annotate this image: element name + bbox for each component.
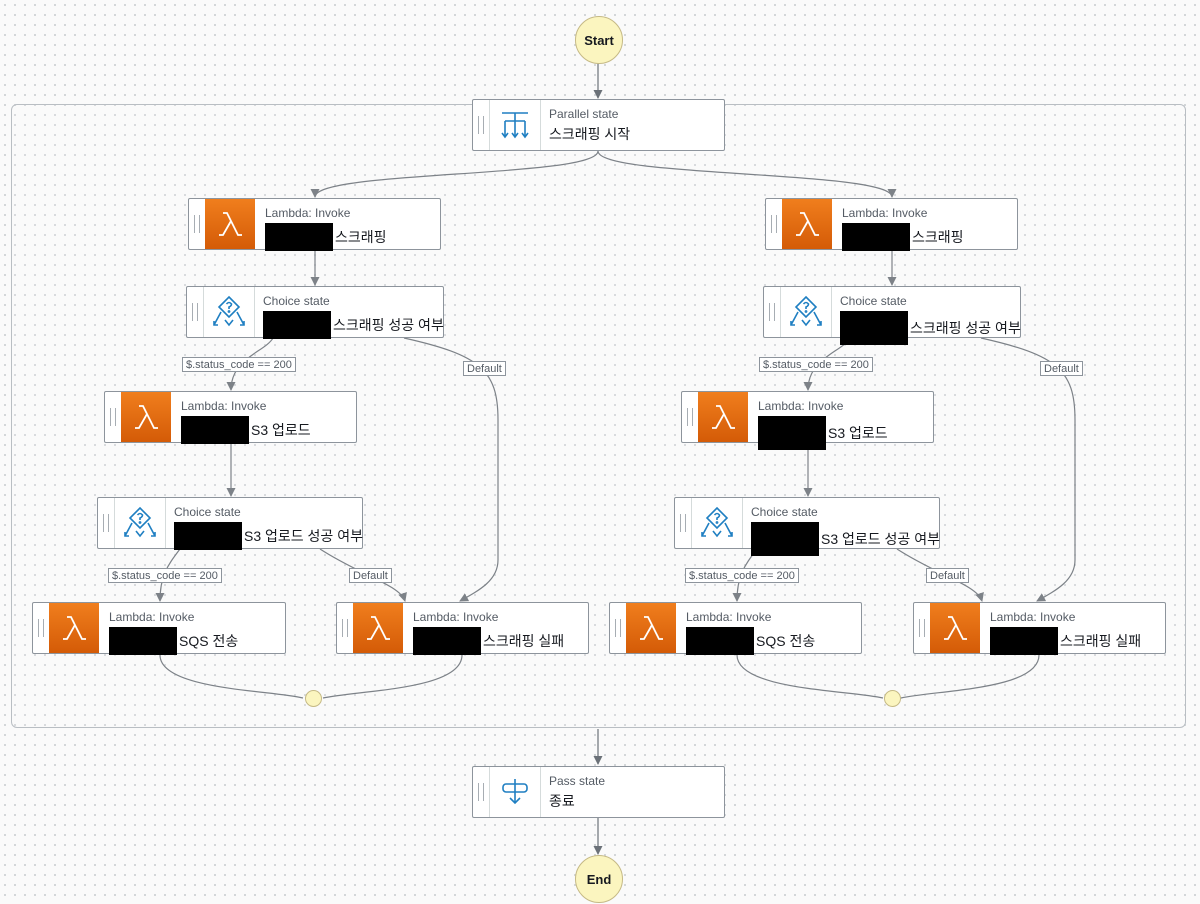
- left-choice1-node[interactable]: Choice state 스크래핑 성공 여부: [186, 286, 444, 339]
- join-point-left: [305, 690, 322, 707]
- state-type: Lambda: Invoke: [265, 206, 351, 220]
- join-point-right: [884, 690, 901, 707]
- drag-handle[interactable]: [764, 287, 780, 337]
- state-type: Choice state: [174, 505, 241, 519]
- state-name: 종료: [549, 793, 575, 809]
- state-type: Pass state: [549, 774, 606, 788]
- choice-icon: [691, 498, 743, 548]
- end-node[interactable]: End: [575, 855, 623, 903]
- state-type: Lambda: Invoke: [990, 610, 1076, 624]
- lambda-icon: [698, 392, 748, 442]
- edge-label-default[interactable]: Default: [463, 361, 506, 376]
- left-choice2-node[interactable]: Choice state S3 업로드 성공 여부: [97, 497, 363, 550]
- redacted-block: [686, 627, 754, 655]
- pass-icon: [489, 767, 541, 817]
- right-choice1-node[interactable]: Choice state 스크래핑 성공 여부: [763, 286, 1021, 345]
- drag-handle[interactable]: [682, 392, 698, 442]
- drag-handle[interactable]: [473, 100, 489, 150]
- edge-label-status-200[interactable]: $.status_code == 200: [182, 357, 296, 372]
- state-name: SQS 전송: [686, 627, 815, 655]
- edge-label-status-200[interactable]: $.status_code == 200: [108, 568, 222, 583]
- drag-handle[interactable]: [473, 767, 489, 817]
- edge-label-status-200[interactable]: $.status_code == 200: [759, 357, 873, 372]
- redacted-block: [174, 522, 242, 550]
- drag-handle[interactable]: [105, 392, 121, 442]
- state-name: 스크래핑 성공 여부: [840, 311, 1021, 345]
- redacted-block: [758, 416, 826, 450]
- pass-state-node[interactable]: Pass state 종료: [472, 766, 725, 818]
- lambda-icon: [205, 199, 255, 249]
- drag-handle[interactable]: [914, 603, 930, 653]
- redacted-block: [109, 627, 177, 655]
- lambda-icon: [121, 392, 171, 442]
- right-sqs-node[interactable]: Lambda: Invoke SQS 전송: [609, 602, 862, 655]
- redacted-block: [842, 223, 910, 251]
- right-choice2-node[interactable]: Choice state S3 업로드 성공 여부: [674, 497, 940, 556]
- left-fail-node[interactable]: Lambda: Invoke 스크래핑 실패: [336, 602, 589, 655]
- drag-handle[interactable]: [337, 603, 353, 653]
- right-scrape-node[interactable]: Lambda: Invoke 스크래핑: [765, 198, 1018, 251]
- drag-handle[interactable]: [187, 287, 203, 337]
- drag-handle[interactable]: [33, 603, 49, 653]
- state-type: Choice state: [263, 294, 330, 308]
- state-type: Lambda: Invoke: [413, 610, 499, 624]
- parallel-icon: [489, 100, 541, 150]
- choice-icon: [114, 498, 166, 548]
- parallel-state-node[interactable]: Parallel state 스크래핑 시작: [472, 99, 725, 151]
- state-name: 스크래핑 시작: [549, 126, 631, 142]
- start-node[interactable]: Start: [575, 16, 623, 64]
- state-name: 스크래핑: [265, 223, 387, 251]
- choice-icon: [780, 287, 832, 337]
- edge-label-default[interactable]: Default: [1040, 361, 1083, 376]
- lambda-icon: [626, 603, 676, 653]
- lambda-icon: [930, 603, 980, 653]
- state-type: Choice state: [840, 294, 907, 308]
- drag-handle[interactable]: [766, 199, 782, 249]
- state-type: Lambda: Invoke: [842, 206, 928, 220]
- state-type: Choice state: [751, 505, 818, 519]
- redacted-block: [990, 627, 1058, 655]
- drag-handle[interactable]: [610, 603, 626, 653]
- drag-handle[interactable]: [675, 498, 691, 548]
- state-name: SQS 전송: [109, 627, 238, 655]
- state-name: S3 업로드 성공 여부: [751, 522, 940, 556]
- right-fail-node[interactable]: Lambda: Invoke 스크래핑 실패: [913, 602, 1166, 655]
- drag-handle[interactable]: [189, 199, 205, 249]
- state-type: Lambda: Invoke: [109, 610, 195, 624]
- left-scrape-node[interactable]: Lambda: Invoke 스크래핑: [188, 198, 441, 251]
- lambda-icon: [49, 603, 99, 653]
- state-name: S3 업로드: [181, 416, 311, 444]
- state-name: 스크래핑 성공 여부: [263, 311, 444, 339]
- lambda-icon: [353, 603, 403, 653]
- redacted-block: [181, 416, 249, 444]
- left-sqs-node[interactable]: Lambda: Invoke SQS 전송: [32, 602, 286, 655]
- state-type: Parallel state: [549, 107, 619, 121]
- redacted-block: [263, 311, 331, 339]
- redacted-block: [840, 311, 908, 345]
- state-name: S3 업로드: [758, 416, 888, 450]
- lambda-icon: [782, 199, 832, 249]
- edge-label-default[interactable]: Default: [926, 568, 969, 583]
- drag-handle[interactable]: [98, 498, 114, 548]
- state-name: 스크래핑 실패: [990, 627, 1141, 655]
- state-name: 스크래핑: [842, 223, 964, 251]
- edge-label-default[interactable]: Default: [349, 568, 392, 583]
- right-upload-node[interactable]: Lambda: Invoke S3 업로드: [681, 391, 934, 450]
- left-upload-node[interactable]: Lambda: Invoke S3 업로드: [104, 391, 357, 444]
- state-type: Lambda: Invoke: [758, 399, 844, 413]
- redacted-block: [265, 223, 333, 251]
- redacted-block: [751, 522, 819, 556]
- state-type: Lambda: Invoke: [181, 399, 267, 413]
- edge-label-status-200[interactable]: $.status_code == 200: [685, 568, 799, 583]
- state-type: Lambda: Invoke: [686, 610, 772, 624]
- state-name: 스크래핑 실패: [413, 627, 564, 655]
- redacted-block: [413, 627, 481, 655]
- state-name: S3 업로드 성공 여부: [174, 522, 363, 550]
- choice-icon: [203, 287, 255, 337]
